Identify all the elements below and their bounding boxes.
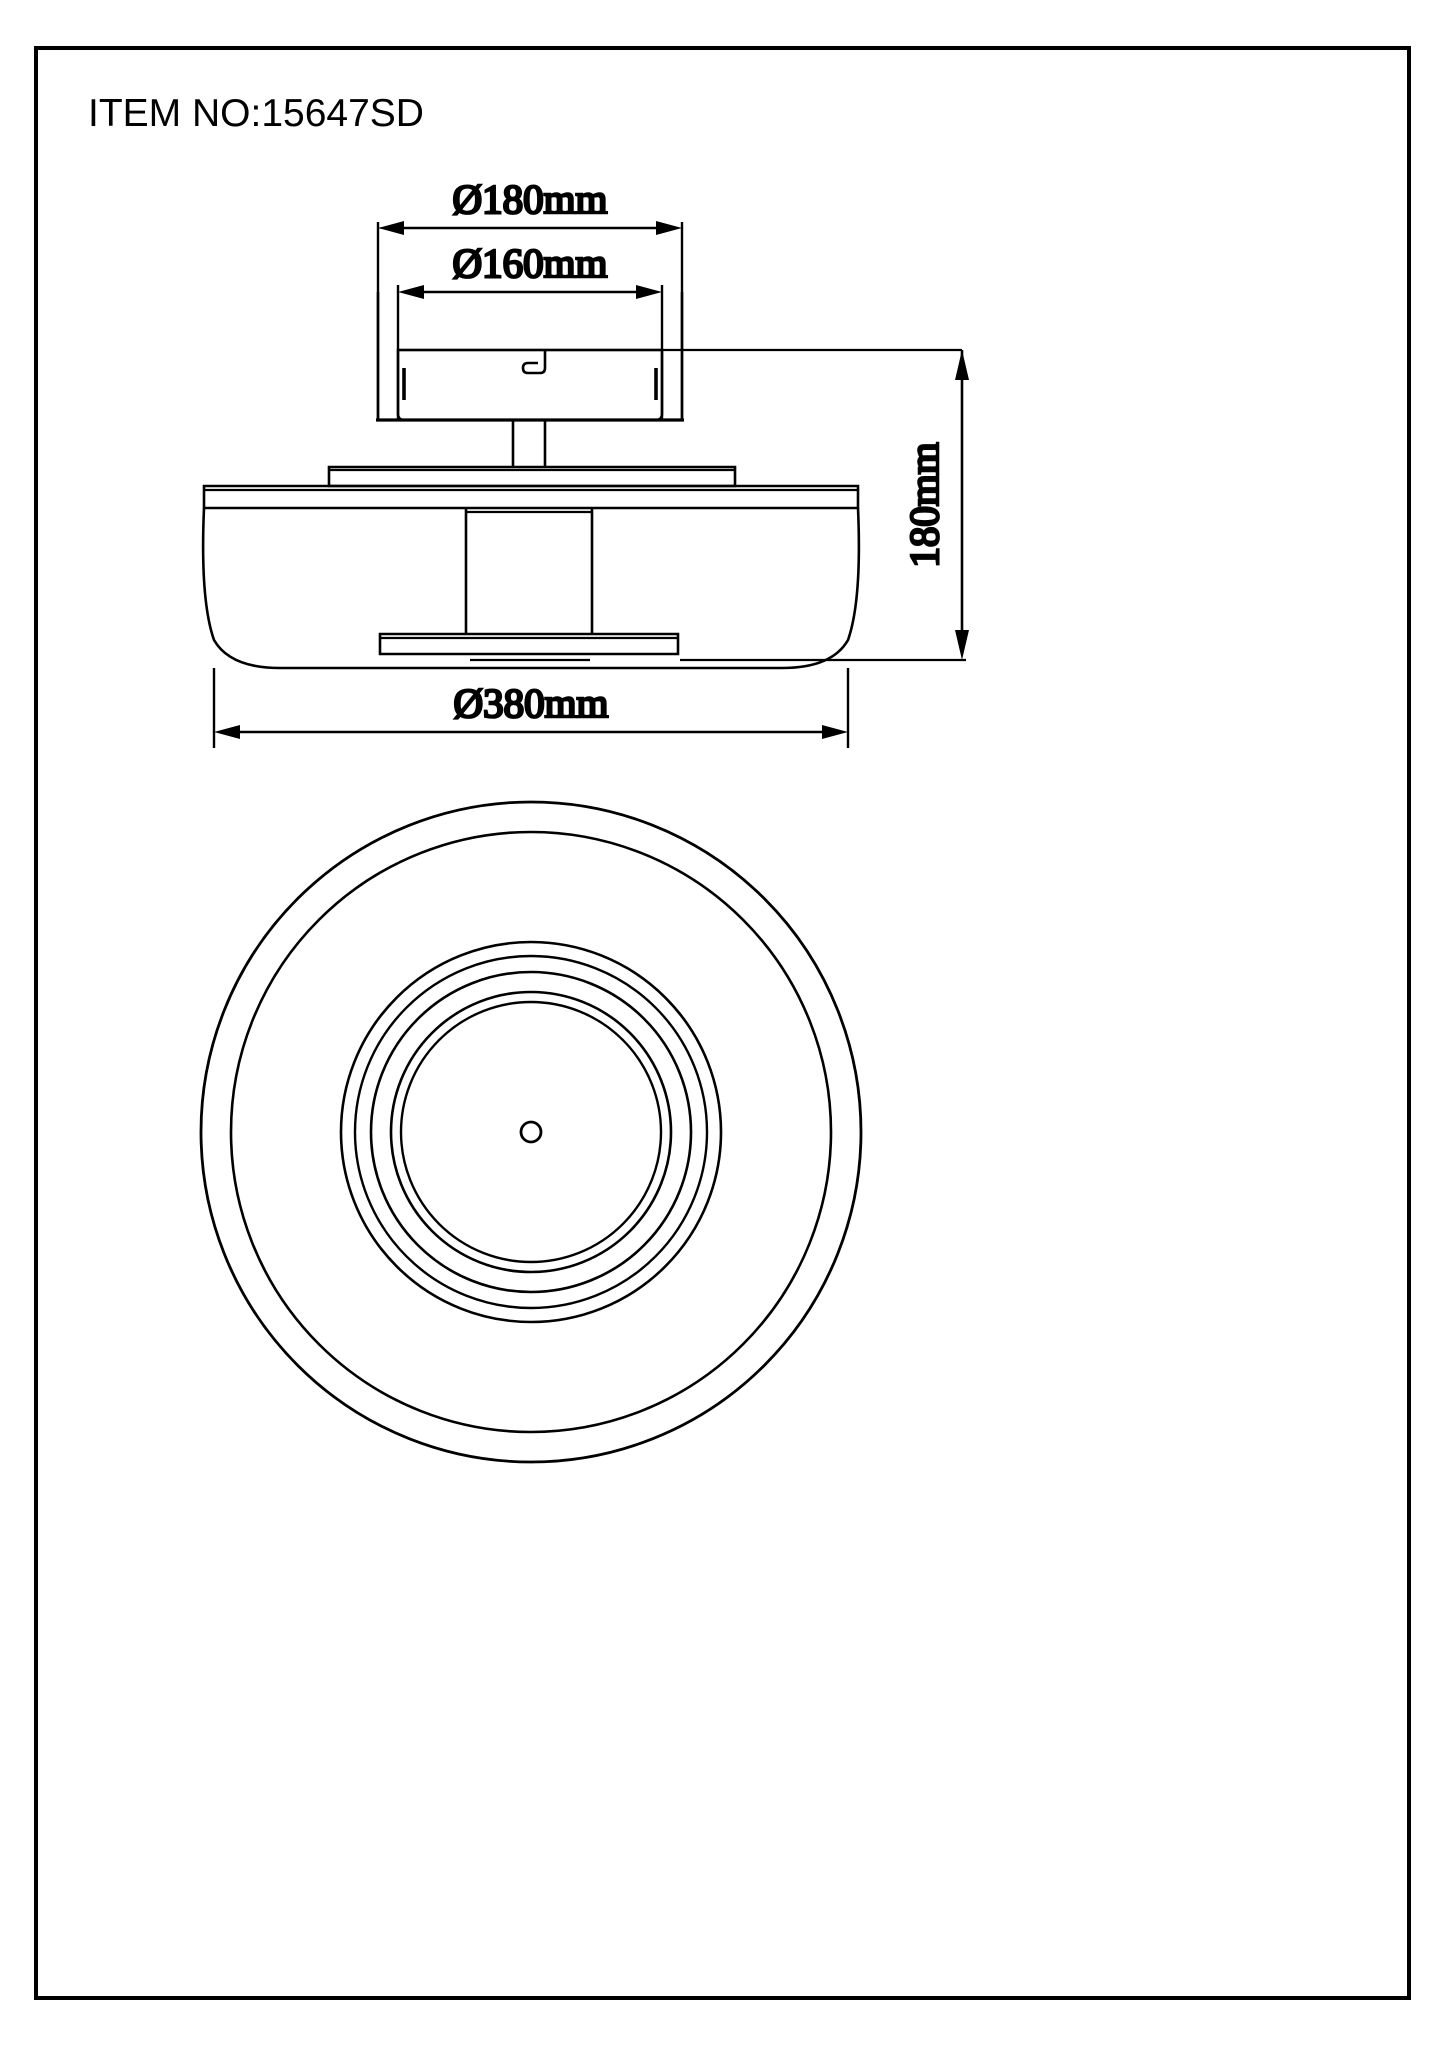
- plan-ring-3: [339, 940, 723, 1324]
- dimension-dia-380-label: Ø380mm: [454, 680, 609, 726]
- dimension-dia-180-label: Ø180mm: [453, 176, 608, 222]
- plan-center-hole-icon: [519, 1120, 543, 1144]
- sheet-border: [34, 46, 1411, 2000]
- item-number-label: ITEM NO:15647SD: [88, 92, 424, 135]
- dimension-dia-160-label: Ø160mm: [453, 240, 608, 286]
- stem: [511, 420, 547, 467]
- plan-ring-5: [369, 970, 693, 1294]
- front-elevation-view: Ø180mm Ø160mm: [201, 175, 969, 748]
- plan-ring-6: [389, 990, 673, 1274]
- canopy-body: [376, 292, 962, 422]
- bottom-plan-view: [199, 800, 863, 1464]
- plan-ring-outer: [199, 800, 863, 1464]
- plan-ring-2: [229, 830, 833, 1434]
- plan-ring-4: [353, 954, 709, 1310]
- dimension-height-180: [680, 350, 969, 662]
- dimension-dia-380: [212, 668, 850, 748]
- dimension-height-180-label: 180mm: [901, 442, 947, 567]
- plan-ring-7: [399, 1000, 663, 1264]
- shade-body: [201, 484, 861, 670]
